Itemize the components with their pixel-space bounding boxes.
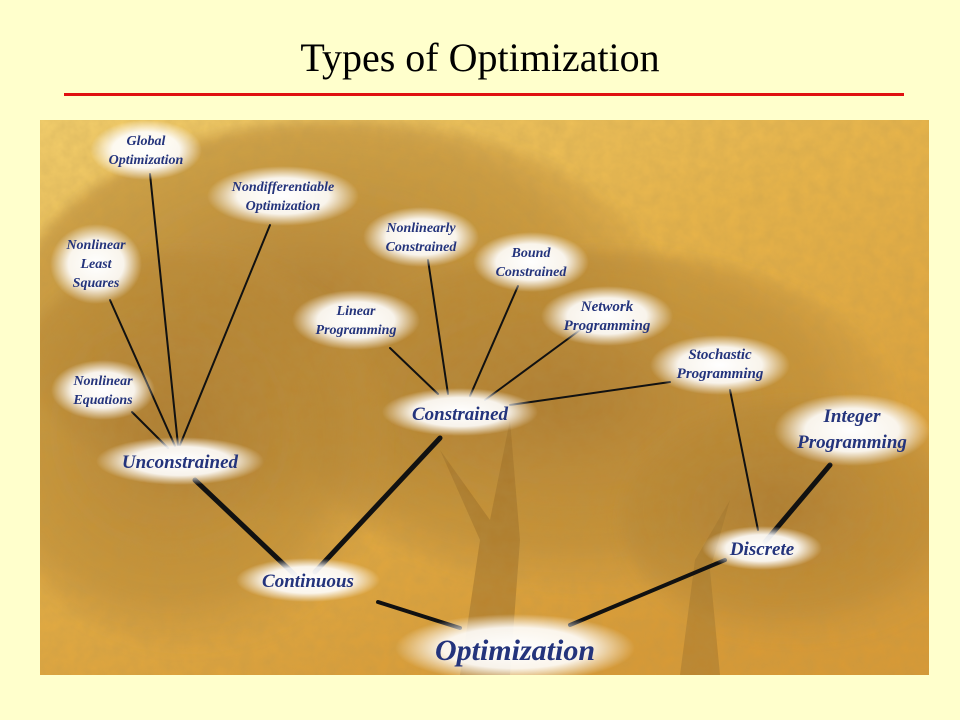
node-linear-programming: Linear Programming [292, 290, 420, 350]
node-bound-label-line1: Bound [511, 246, 552, 261]
node-stochastic-programming: Stochastic Programming [650, 335, 790, 395]
node-nondifferentiable-label-line2: Optimization [246, 199, 321, 214]
node-discrete-label: Discrete [729, 539, 795, 560]
node-nonlinearly-constrained: Nonlinearly Constrained [363, 207, 479, 267]
node-bound-constrained: Bound Constrained [473, 232, 589, 292]
node-network-programming: Network Programming [541, 286, 673, 346]
node-nondifferentiable-label-line1: Nondifferentiable [231, 180, 334, 195]
node-continuous: Continuous [236, 558, 380, 602]
node-constrained: Constrained [382, 388, 538, 436]
node-constrained-label: Constrained [412, 404, 509, 425]
node-unconstrained-label: Unconstrained [122, 452, 239, 473]
branch-lines [109, 173, 833, 630]
node-network-label-line1: Network [580, 299, 634, 315]
node-global-label-line1: Global [127, 134, 166, 149]
node-global-optimization: Global Optimization [90, 120, 202, 180]
tree-canvas: Optimization Continuous Discrete Unconst… [40, 120, 929, 675]
node-stochastic-label-line2: Programming [677, 366, 764, 382]
node-optimization: Optimization [395, 614, 635, 675]
node-stochastic-label-line1: Stochastic [688, 347, 752, 363]
node-optimization-label: Optimization [435, 634, 595, 667]
node-least-squares-label-line1: Nonlinear [65, 238, 126, 253]
node-global-label-line2: Optimization [109, 153, 184, 168]
node-linear-label-line1: Linear [336, 304, 376, 319]
node-network-label-line2: Programming [564, 318, 651, 334]
node-nonlinearly-label-line2: Constrained [386, 240, 458, 255]
node-discrete: Discrete [702, 526, 822, 570]
node-linear-label-line2: Programming [316, 323, 397, 338]
node-nonlinearly-label-line1: Nonlinearly [385, 221, 456, 236]
node-integer-programming: Integer Programming [774, 394, 929, 466]
node-nonlinear-equations-label-line2: Equations [72, 393, 133, 408]
node-nondifferentiable-optimization: Nondifferentiable Optimization [207, 166, 359, 226]
node-bound-label-line2: Constrained [496, 265, 568, 280]
node-least-squares-label-line3: Squares [73, 276, 120, 291]
optimization-tree-diagram: Optimization Continuous Discrete Unconst… [40, 120, 929, 675]
node-nonlinear-equations: Nonlinear Equations [51, 360, 155, 420]
node-continuous-label: Continuous [262, 571, 354, 592]
node-integer-label-line2: Programming [796, 432, 907, 453]
node-least-squares-label-line2: Least [79, 257, 112, 272]
title-underline [64, 93, 904, 96]
page-title: Types of Optimization [300, 35, 660, 80]
node-nonlinear-least-squares: Nonlinear Least Squares [50, 224, 142, 304]
node-integer-label-line1: Integer [823, 406, 882, 427]
node-nonlinear-equations-label-line1: Nonlinear [72, 374, 133, 389]
node-unconstrained: Unconstrained [96, 437, 264, 485]
